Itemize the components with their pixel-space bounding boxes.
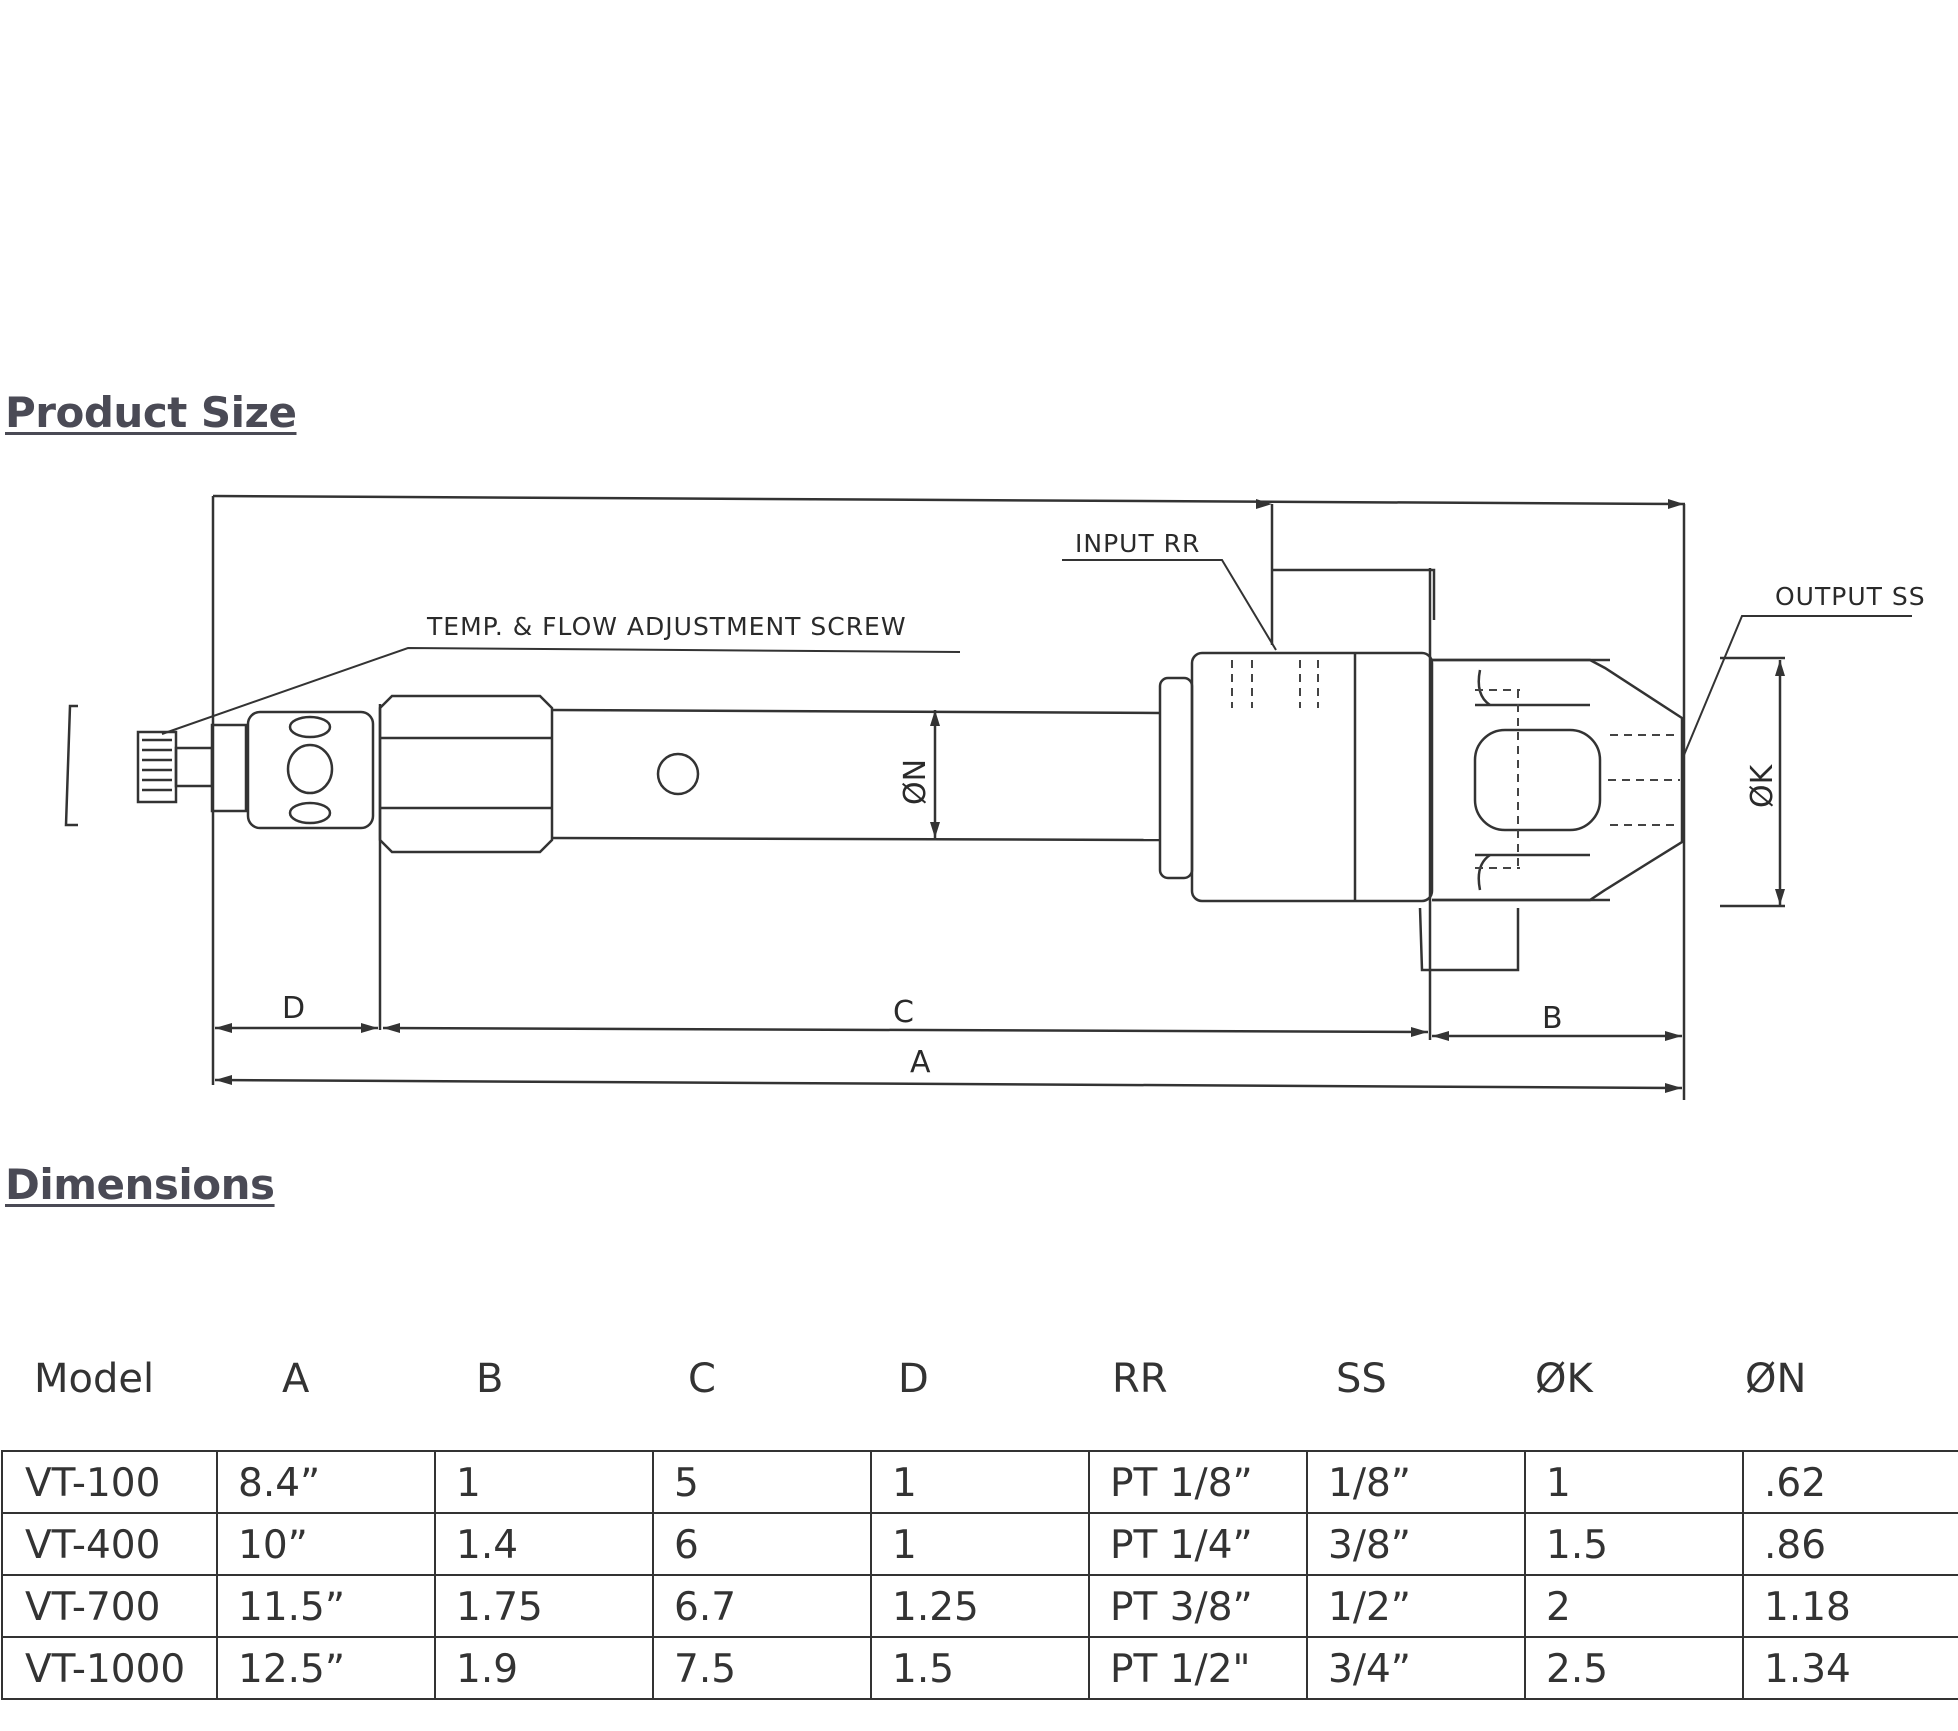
cell-b: 1.9 <box>434 1636 654 1700</box>
cell-n: 1.18 <box>1742 1574 1958 1638</box>
col-header-b: B <box>476 1356 504 1402</box>
dim-a-label: A <box>910 1045 931 1080</box>
col-header-ss: SS <box>1336 1356 1387 1402</box>
cell-rr: PT 1/2" <box>1088 1636 1308 1700</box>
col-header-c: C <box>688 1356 716 1402</box>
dimensions-table: VT-100 8.4” 1 5 1 PT 1/8” 1/8” 1 .62 VT-… <box>1 1450 1958 1700</box>
input-label: INPUT RR <box>1075 529 1200 558</box>
cell-rr: PT 1/4” <box>1088 1512 1308 1576</box>
output-label: OUTPUT SS <box>1775 582 1926 611</box>
cell-k: 2.5 <box>1524 1636 1744 1700</box>
cell-ss: 1/8” <box>1306 1450 1526 1514</box>
col-header-k: ØK <box>1535 1356 1593 1402</box>
cell-a: 8.4” <box>216 1450 436 1514</box>
cell-c: 5 <box>652 1450 872 1514</box>
cell-rr: PT 1/8” <box>1088 1450 1308 1514</box>
cell-n: .86 <box>1742 1512 1958 1576</box>
cell-d: 1 <box>870 1512 1090 1576</box>
dim-k-label: ØK <box>1745 763 1780 808</box>
cell-n: .62 <box>1742 1450 1958 1514</box>
cell-model: VT-400 <box>1 1512 218 1576</box>
cell-model: VT-100 <box>1 1450 218 1514</box>
adjustment-screw-label: TEMP. & FLOW ADJUSTMENT SCREW <box>426 612 907 641</box>
table-row: VT-700 11.5” 1.75 6.7 1.25 PT 3/8” 1/2” … <box>1 1574 1958 1638</box>
col-header-rr: RR <box>1112 1356 1168 1402</box>
cell-a: 11.5” <box>216 1574 436 1638</box>
product-drawing: TEMP. & FLOW ADJUSTMENT SCREW INPUT RR O… <box>64 494 1926 1100</box>
cell-k: 2 <box>1524 1574 1744 1638</box>
cell-d: 1.5 <box>870 1636 1090 1700</box>
cell-b: 1.4 <box>434 1512 654 1576</box>
cell-ss: 3/8” <box>1306 1512 1526 1576</box>
table-row: VT-400 10” 1.4 6 1 PT 1/4” 3/8” 1.5 .86 <box>1 1512 1958 1576</box>
col-header-a: A <box>282 1356 310 1402</box>
cell-a: 12.5” <box>216 1636 436 1700</box>
col-header-n: ØN <box>1745 1356 1807 1402</box>
cell-d: 1 <box>870 1450 1090 1514</box>
cell-rr: PT 3/8” <box>1088 1574 1308 1638</box>
col-header-d: D <box>898 1356 929 1402</box>
cell-c: 6.7 <box>652 1574 872 1638</box>
cell-k: 1.5 <box>1524 1512 1744 1576</box>
product-size-heading: Product Size <box>5 388 297 437</box>
cell-b: 1 <box>434 1450 654 1514</box>
table-row: VT-1000 12.5” 1.9 7.5 1.5 PT 1/2" 3/4” 2… <box>1 1636 1958 1700</box>
dim-c-label: C <box>893 995 914 1030</box>
col-header-model: Model <box>34 1356 155 1402</box>
cell-n: 1.34 <box>1742 1636 1958 1700</box>
cell-d: 1.25 <box>870 1574 1090 1638</box>
dim-d-label: D <box>282 991 305 1026</box>
cell-ss: 3/4” <box>1306 1636 1526 1700</box>
cell-c: 6 <box>652 1512 872 1576</box>
cell-model: VT-700 <box>1 1574 218 1638</box>
cell-ss: 1/2” <box>1306 1574 1526 1638</box>
table-row: VT-100 8.4” 1 5 1 PT 1/8” 1/8” 1 .62 <box>1 1450 1958 1514</box>
cell-b: 1.75 <box>434 1574 654 1638</box>
cell-a: 10” <box>216 1512 436 1576</box>
dimensions-heading: Dimensions <box>5 1160 275 1209</box>
cell-c: 7.5 <box>652 1636 872 1700</box>
dim-n-label: ØN <box>898 759 933 805</box>
cell-model: VT-1000 <box>1 1636 218 1700</box>
cell-k: 1 <box>1524 1450 1744 1514</box>
dim-b-label: B <box>1542 1001 1563 1036</box>
